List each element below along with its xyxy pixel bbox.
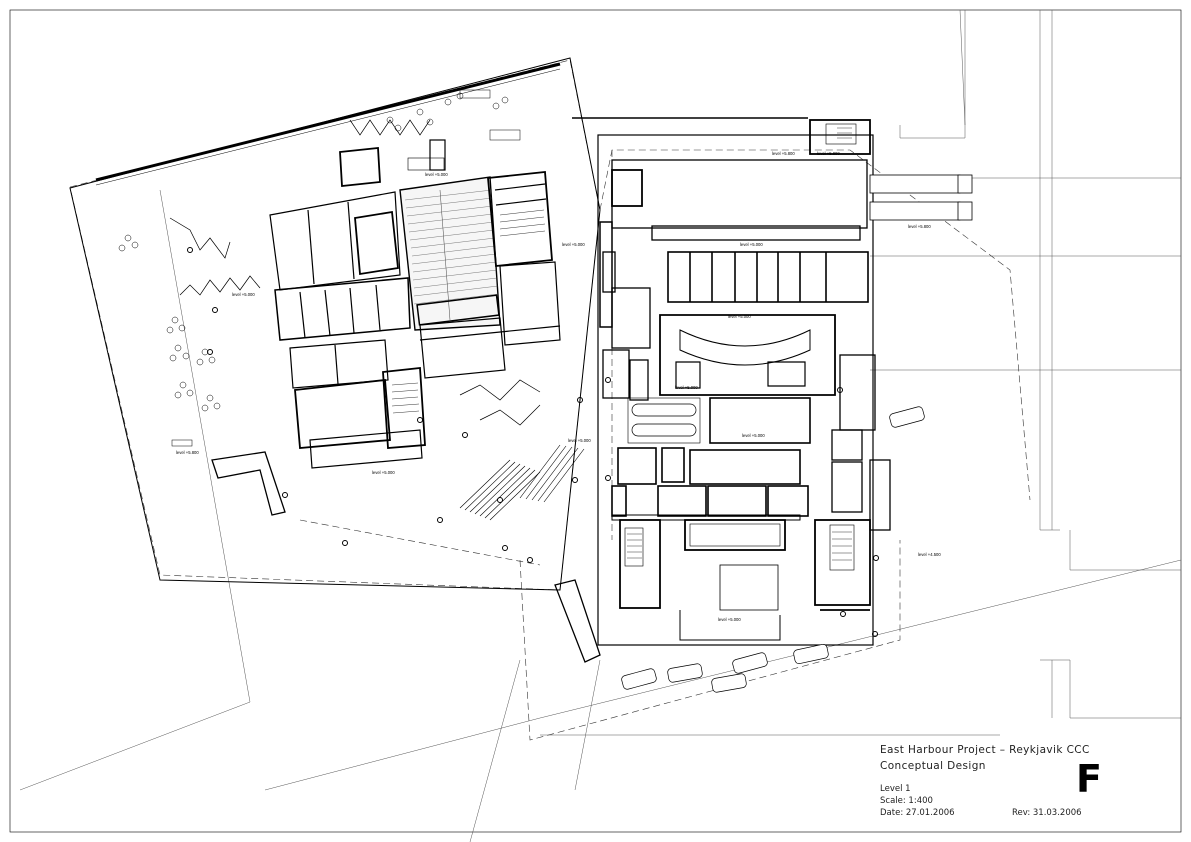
east-left-rooms <box>602 251 651 401</box>
level-marker: level +5.000 <box>425 172 448 177</box>
stair-hatching-east <box>627 127 852 561</box>
general-storage <box>611 397 811 517</box>
level-marker: level +5.800 <box>908 224 931 229</box>
east-wing-outline <box>597 134 874 646</box>
level-markers: level +5.000 level +5.000 level +5.000 l… <box>176 151 941 622</box>
level-marker: level +5.800 <box>176 450 199 455</box>
west-wing-outline <box>69 57 601 591</box>
level-marker: level +5.000 <box>372 470 395 475</box>
choir-platform <box>659 314 836 396</box>
level-marker: level +5.000 <box>742 433 765 438</box>
delivery-trucks <box>869 174 973 221</box>
project-title: East Harbour Project – Reykjavik CCC <box>880 744 1090 756</box>
design-phase: Conceptual Design <box>880 760 986 772</box>
level-marker: level +5.000 <box>568 438 591 443</box>
site-boundary-dashed <box>69 59 1031 741</box>
level-label: Level 1 <box>880 784 911 794</box>
level-marker: level +5.000 <box>728 314 751 319</box>
west-corridor-wall <box>599 221 613 328</box>
level-marker: level +5.000 <box>718 617 741 622</box>
revision-label: Rev: 31.03.2006 <box>1012 808 1082 818</box>
entrance-ramp <box>211 451 601 663</box>
columns-east <box>605 377 879 637</box>
title-block: East Harbour Project – Reykjavik CCC Con… <box>880 744 1110 824</box>
receiving-area <box>611 119 871 241</box>
level-marker: level +5.000 <box>232 292 255 297</box>
level-marker: level +5.000 <box>740 242 763 247</box>
west-rooms <box>269 139 561 469</box>
east-wing <box>572 117 973 693</box>
sheet-letter: F <box>1076 757 1102 801</box>
date-label: Date: 27.01.2006 <box>880 808 955 818</box>
level-marker: level +5.800 <box>772 151 795 156</box>
parked-cars <box>621 406 925 693</box>
scale-label: Scale: 1:400 <box>880 796 933 806</box>
box-office <box>831 354 891 531</box>
east-lower-cores <box>611 514 871 641</box>
level-marker: level +5.000 <box>562 242 585 247</box>
sheet-border <box>9 9 1182 833</box>
level-marker: level +5.000 <box>675 385 698 390</box>
site-context-lines <box>19 9 1182 842</box>
lobby-zigzag <box>169 119 541 426</box>
columns-west <box>187 247 583 563</box>
auditorium <box>399 176 501 331</box>
storage-rooms-row <box>667 251 869 303</box>
stair-hatching <box>391 209 546 414</box>
west-wing <box>69 57 601 663</box>
outdoor-steps <box>459 444 585 521</box>
level-marker: level +5.800 <box>817 151 840 156</box>
lobby-furniture <box>118 89 521 447</box>
level-marker: level +4.500 <box>918 552 941 557</box>
